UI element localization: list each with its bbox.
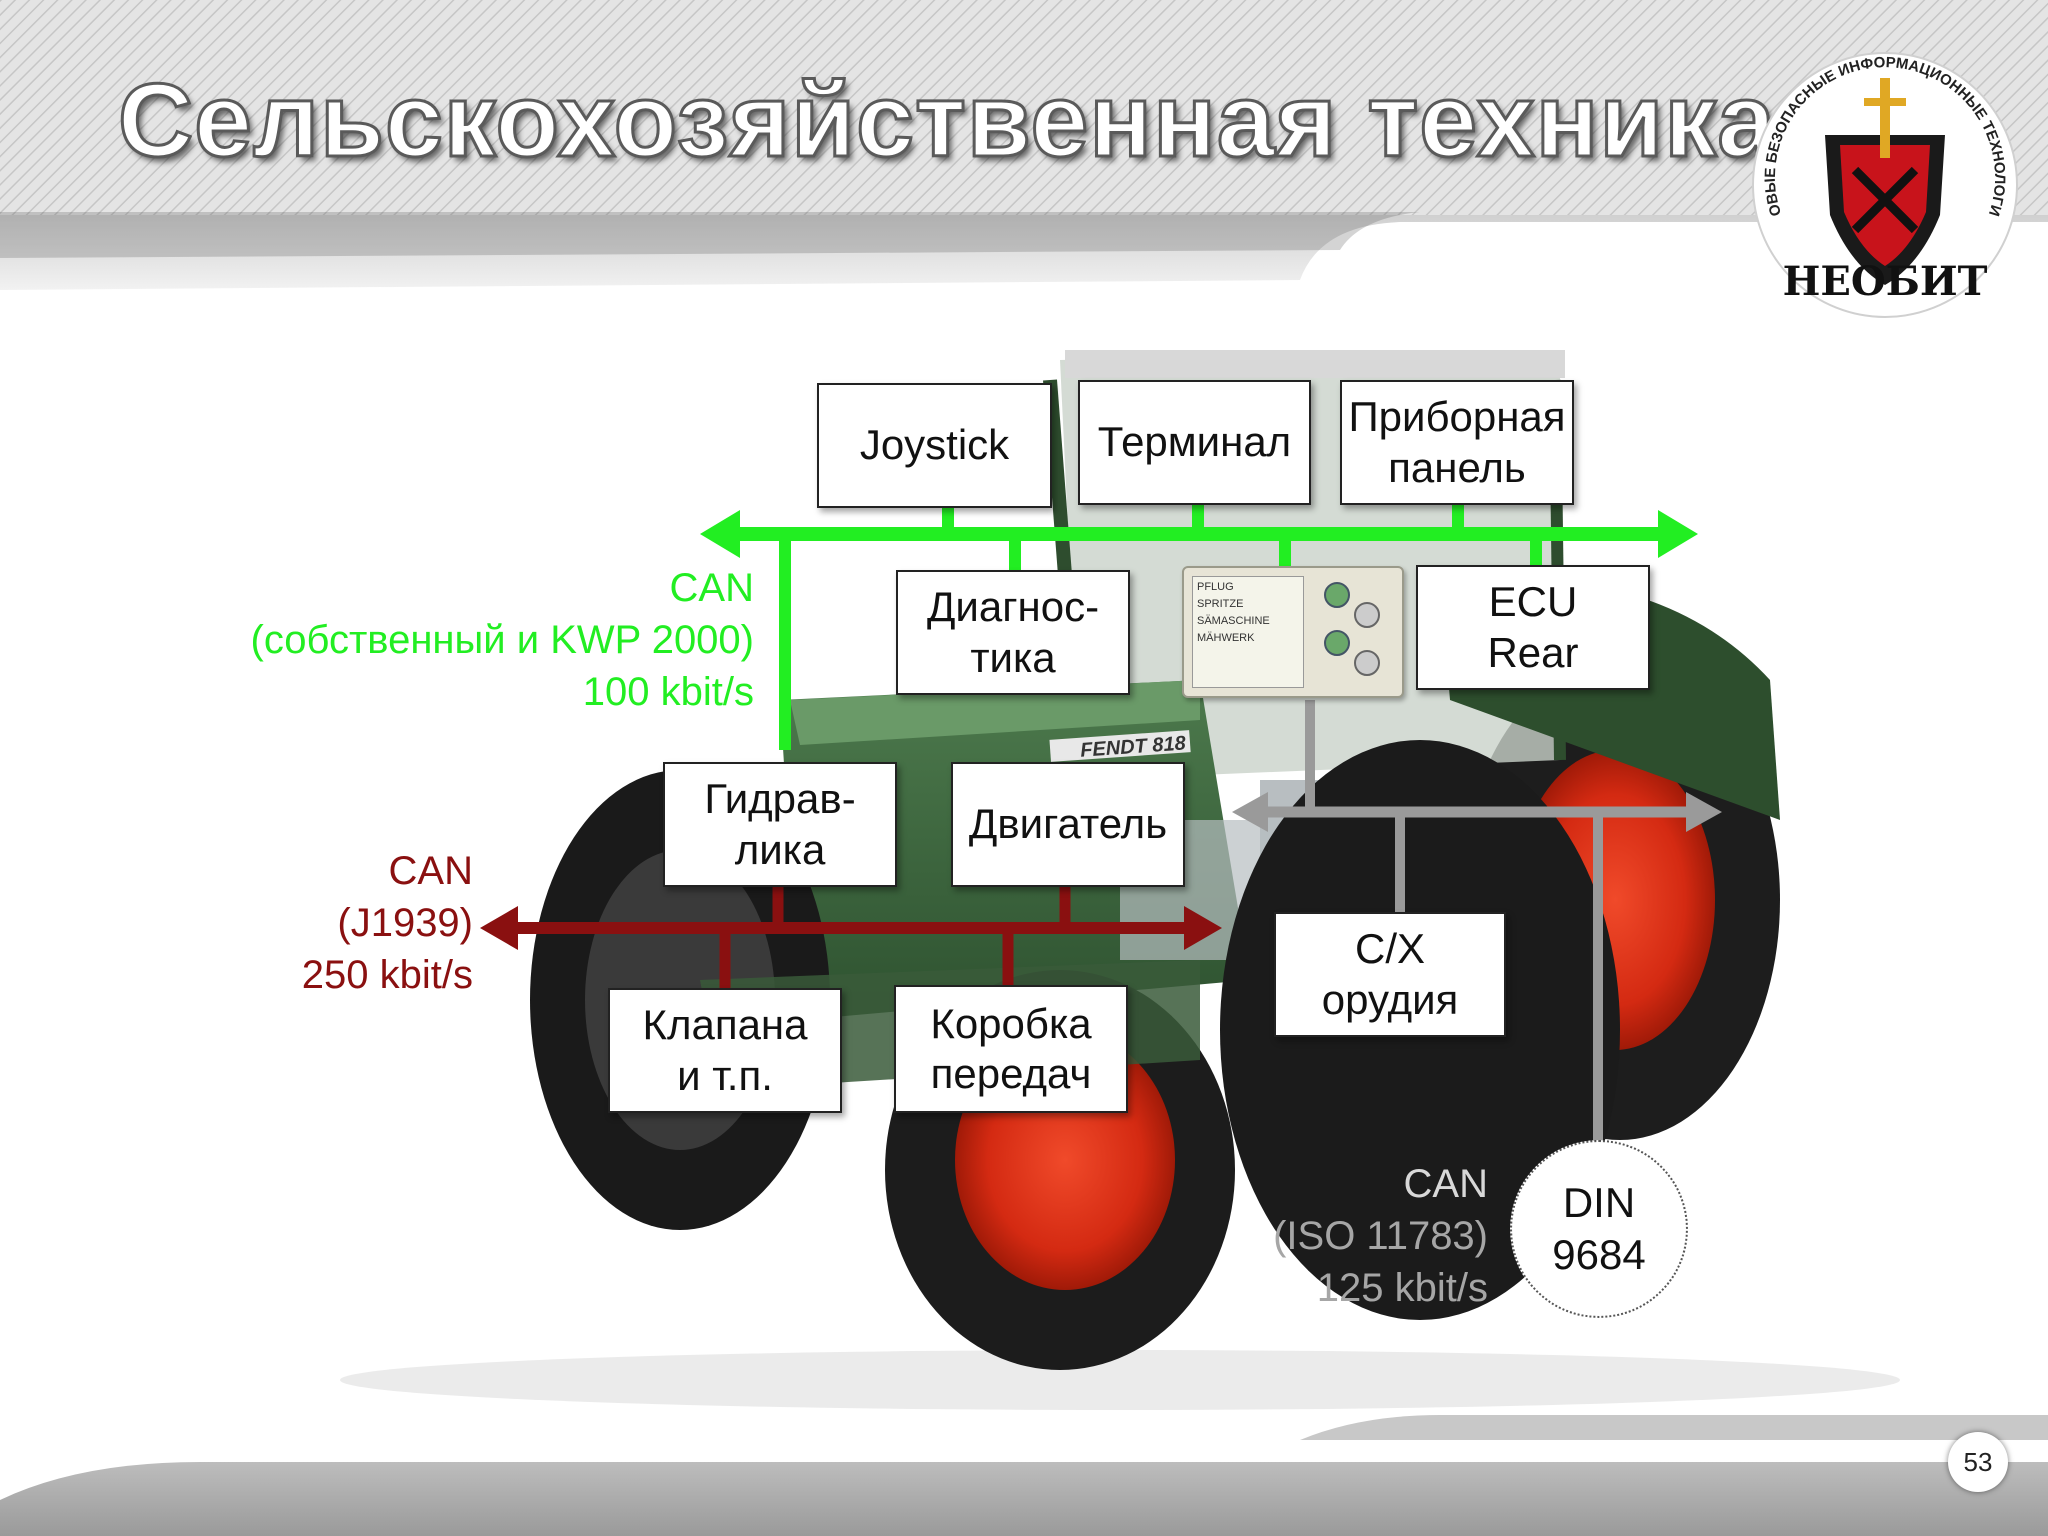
screen-line-1: PFLUG: [1197, 581, 1234, 593]
gray-bus-name: CAN: [1403, 1162, 1488, 1206]
ecu-engine: Двигатель: [951, 762, 1185, 887]
green-bus-name: CAN: [669, 566, 754, 610]
gray-can-bus: [1232, 700, 1722, 1140]
red-bus-speed: 250 kbit/s: [301, 953, 473, 997]
terminal-display: PFLUG SPRITZE SÄMASCHINE MÄHWERK: [1182, 566, 1404, 698]
gray-bus-label: CAN (ISO 11783) 125 kbit/s: [1273, 1158, 1488, 1314]
ecu-valves: Клапана и т.п.: [608, 988, 842, 1113]
ecu-hydraulics: Гидрав- лика: [663, 762, 897, 887]
ecu-terminal: Терминал: [1078, 380, 1311, 505]
ecu-gearbox: Коробка передач: [894, 985, 1128, 1113]
green-bus-label: CAN (собственный и KWP 2000) 100 kbit/s: [251, 562, 755, 718]
terminal-knob-icon: [1354, 602, 1380, 628]
header-swoosh: [0, 215, 2048, 290]
footer-swoosh: [0, 1462, 2048, 1536]
page-number: 53: [1948, 1432, 2008, 1492]
logo-name: НЕОБИТ: [1783, 258, 1988, 305]
terminal-knob-icon: [1354, 650, 1380, 676]
screen-line-3: SÄMASCHINE: [1197, 615, 1270, 627]
gray-bus-protocol: (ISO 11783): [1273, 1214, 1488, 1258]
ecu-dashboard: Приборная панель: [1340, 380, 1574, 505]
terminal-knob-icon: [1324, 630, 1350, 656]
red-can-bus: [480, 885, 1222, 1000]
header-hatch: [0, 0, 2048, 215]
green-bus-speed: 100 kbit/s: [582, 670, 754, 714]
ecu-diagnostics: Диагнос- тика: [896, 570, 1130, 695]
ecu-implements: С/Х орудия: [1274, 912, 1506, 1037]
ecu-rear: ECU Rear: [1416, 565, 1650, 690]
terminal-knob-icon: [1324, 582, 1350, 608]
screen-line-2: SPRITZE: [1197, 598, 1244, 610]
red-bus-label: CAN (J1939) 250 kbit/s: [302, 845, 473, 1001]
neobit-logo: НОВЫЕ БЕЗОПАСНЫЕ ИНФОРМАЦИОННЫЕ ТЕХНОЛОГ…: [1740, 40, 2018, 318]
green-bus-protocol: (собственный и KWP 2000): [250, 618, 755, 662]
ecu-joystick: Joystick: [817, 383, 1052, 508]
red-bus-name: CAN: [388, 849, 473, 893]
din-9684-connector: DIN 9684: [1510, 1140, 1688, 1318]
red-bus-protocol: (J1939): [337, 901, 473, 945]
slide-title: Сельскохозяйственная техника: [116, 62, 1777, 181]
green-can-bus: [700, 502, 1698, 750]
screen-line-4: MÄHWERK: [1197, 632, 1255, 644]
gray-bus-speed: 125 kbit/s: [1316, 1266, 1488, 1310]
